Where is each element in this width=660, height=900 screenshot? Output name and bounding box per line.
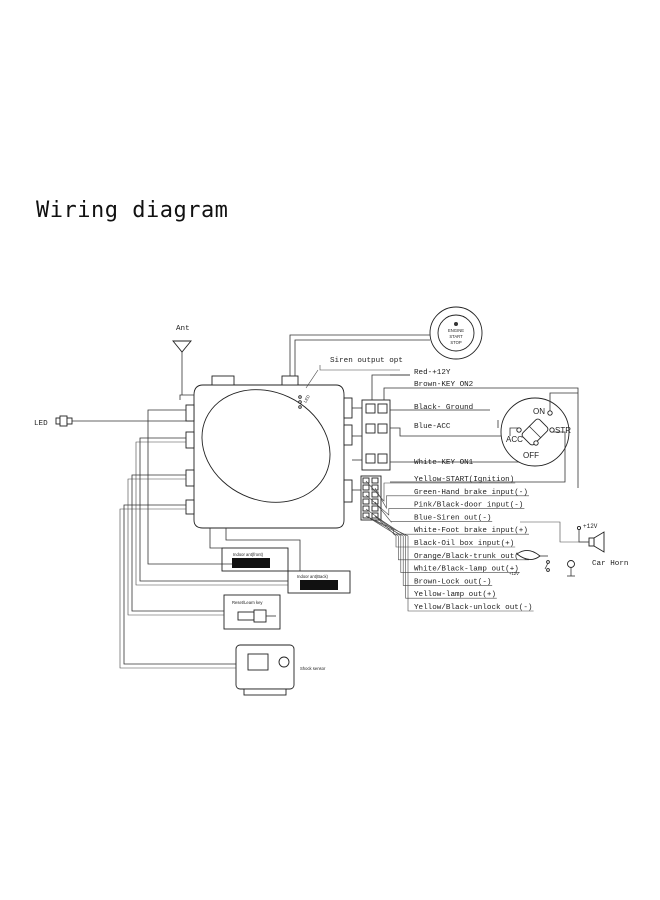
led-label: LED: [34, 420, 48, 428]
lower-wire-label: White/Black-lamp out(+): [414, 566, 519, 574]
lower-wire-label: Orange/Black-trunk out(-): [414, 553, 528, 561]
upper-connector-block: [361, 399, 391, 471]
push-button-wire: [289, 334, 430, 376]
switch-on-label: ON: [533, 407, 545, 416]
lamp-voltage-label: +12V: [509, 571, 519, 576]
lower-wire-label: Brown-Lock out(-): [414, 578, 491, 586]
upper-wire-label: Red-+12Y: [414, 369, 451, 377]
lower-wire-label: Black-Oil box input(+): [414, 540, 514, 548]
switch-str-label: STR: [555, 426, 571, 435]
switch-off-label: OFF: [523, 451, 539, 460]
connector-pin: [362, 484, 370, 491]
upper-wire-label: Black- Ground: [414, 404, 473, 412]
shock-sensor-icon: [235, 644, 295, 696]
connector-pin: [362, 477, 370, 484]
connector-pin: [371, 491, 379, 498]
lower-wire: [374, 515, 520, 573]
connector-pin: [362, 505, 370, 512]
lower-wire: [374, 515, 516, 548]
relay-icon: [516, 550, 550, 572]
led-icon: [55, 415, 73, 427]
car-horn-label: Car Horn: [592, 560, 628, 568]
connector-pin: [362, 491, 370, 498]
indoor-back-label: Indoor ant(Back): [297, 574, 329, 579]
lower-wire-label: Green-Hand brake input(-): [414, 489, 528, 497]
indoor-antenna-front: [214, 547, 289, 572]
lower-wire: [374, 487, 529, 510]
push-button-text-mid: START: [449, 334, 463, 339]
connector-pin: [371, 498, 379, 505]
reset-learn-key: [223, 594, 281, 630]
lower-connector-block: [360, 475, 382, 521]
antenna-label: Ant: [176, 325, 190, 333]
lower-wire: [374, 501, 493, 523]
horn-voltage-label: +12V: [583, 523, 598, 530]
push-start-button-icon: [429, 306, 483, 360]
switch-acc-label: ACC: [506, 435, 523, 444]
lower-wire-label: Yellow/Black-unlock out(-): [414, 604, 532, 612]
connector-pin: [362, 512, 370, 519]
siren-output-leader: [319, 365, 400, 371]
connector-pin: [371, 484, 379, 491]
lower-wire: [365, 515, 534, 612]
connector-pin: [362, 498, 370, 505]
control-module: [185, 375, 353, 529]
harness-wires: [119, 394, 301, 669]
lamp-icon: [567, 560, 575, 577]
shock-sensor-label: Shock sensor: [300, 666, 326, 671]
upper-wire-label: White-KEY ON1: [414, 459, 474, 467]
car-horn-icon: [576, 525, 605, 553]
lower-wire: [374, 515, 497, 599]
ignition-switch-icon: [500, 397, 570, 467]
indoor-front-label: Indoor ant(front): [233, 552, 264, 557]
indoor-antenna-back: [287, 570, 351, 594]
upper-wires: [371, 374, 579, 488]
upper-wire-label: Brown-KEY ON2: [414, 381, 474, 389]
lower-wire: [365, 515, 493, 586]
connector-pin: [371, 505, 379, 512]
reset-learn-label: Reset/Learn key: [232, 600, 263, 605]
lower-wire: [365, 480, 516, 502]
push-button-text-top: ENGINE: [448, 328, 464, 333]
lower-wire-labels: Yellow-START(Ignition) Green-Hand brake i…: [414, 476, 532, 612]
lower-wire-label: Yellow-START(Ignition): [414, 476, 514, 484]
siren-output-label: Siren output opt: [330, 357, 403, 365]
lower-wire-label: Yellow-lamp out(+): [414, 591, 496, 599]
connector-pin: [371, 477, 379, 484]
lower-wire: [365, 515, 529, 561]
lower-wire-label: White-Foot brake input(+): [414, 527, 528, 535]
page-title: Wiring diagram: [36, 198, 229, 223]
upper-wire-label: Blue-ACC: [414, 423, 451, 431]
lower-wire-label: Blue-Siren out(-): [414, 514, 491, 522]
antenna-icon: [172, 340, 192, 395]
push-button-text-bottom: STOP: [450, 340, 462, 345]
lower-wires: [365, 480, 534, 612]
module-status-text: LED: [303, 394, 311, 404]
lower-wire-label: Pink/Black-door input(-): [414, 502, 523, 510]
